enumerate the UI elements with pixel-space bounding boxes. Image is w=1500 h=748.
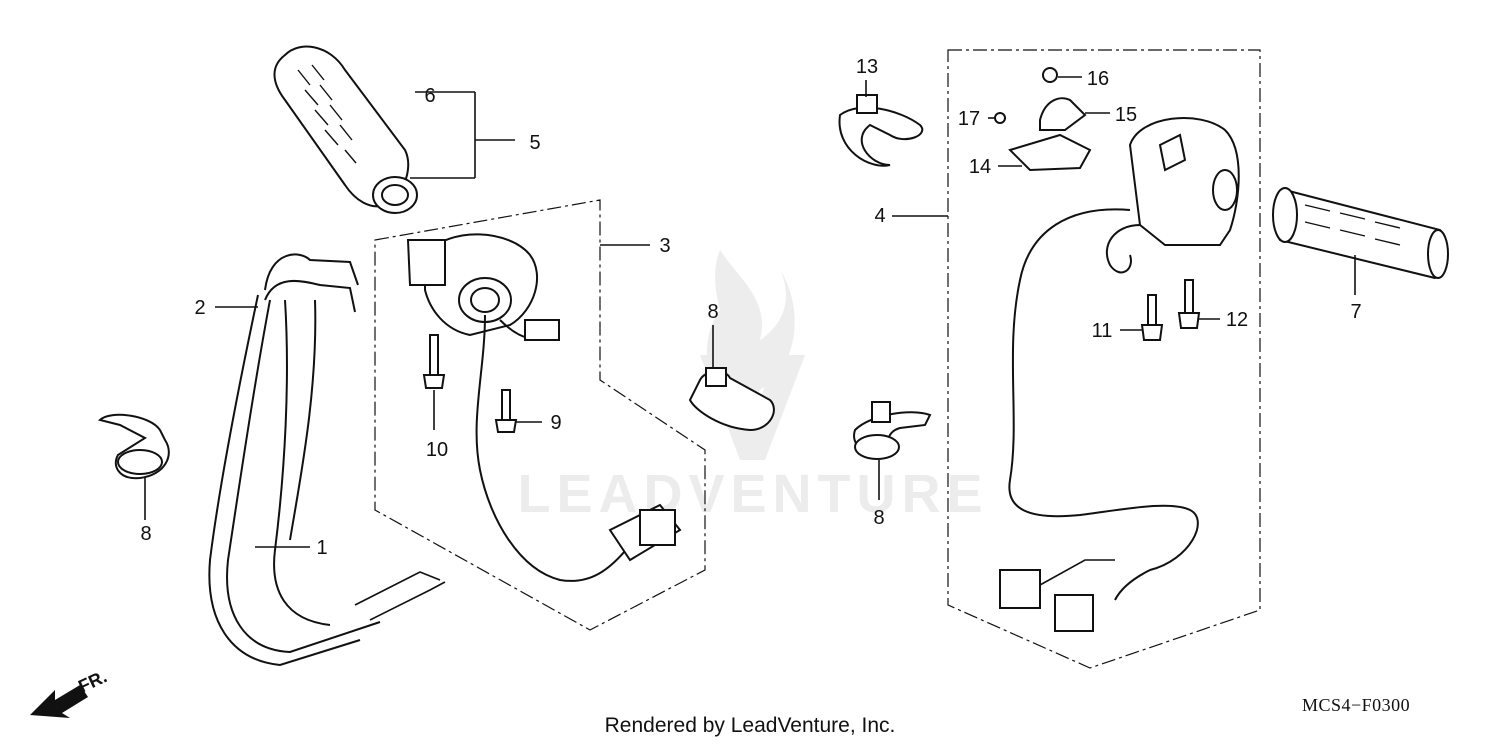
callout-9: 9: [550, 412, 561, 434]
callout-16: 16: [1087, 68, 1109, 90]
callout-7: 7: [1350, 301, 1361, 323]
handlebar-grip-part: [1272, 187, 1449, 280]
screw-part: [1177, 279, 1201, 329]
callout-11: 11: [1092, 320, 1113, 342]
left-handlebar-switch-part: [406, 233, 682, 582]
callout-12: 12: [1226, 309, 1248, 331]
callout-2: 2: [194, 297, 205, 319]
callout-14: 14: [969, 156, 991, 178]
callout-13: 13: [856, 56, 878, 78]
cable-clamp-part: [688, 367, 775, 432]
callout-1: 1: [316, 537, 327, 559]
callout-6: 6: [424, 85, 435, 107]
front-direction-arrow-icon: FR.: [30, 666, 110, 718]
screw-part: [494, 389, 518, 433]
callout-8-left: 8: [140, 523, 151, 545]
cable-clamp-part: [838, 94, 924, 167]
switch-bracket-part: [994, 67, 1092, 172]
throttle-cable-part: [208, 253, 446, 667]
right-handlebar-switch-part: [999, 117, 1240, 632]
callout-17: 17: [958, 108, 980, 130]
callout-10: 10: [426, 439, 448, 461]
leadventure-watermark-logo: LEADVENTURE: [517, 250, 988, 524]
diagram-code: MCS4−F0300: [1302, 695, 1411, 715]
callout-3: 3: [659, 235, 670, 257]
callout-4: 4: [874, 205, 885, 227]
cable-clamp-part: [98, 413, 170, 480]
footer-credit: Rendered by LeadVenture, Inc.: [604, 714, 896, 737]
watermark-text: LEADVENTURE: [517, 464, 988, 524]
throttle-grip-part: [273, 45, 418, 214]
screw-part: [422, 334, 446, 389]
cable-clamp-part: [853, 401, 932, 460]
callout-8-right: 8: [873, 507, 884, 529]
callout-8-middle: 8: [707, 301, 718, 323]
callout-15: 15: [1115, 104, 1137, 126]
screw-part: [1140, 294, 1164, 341]
callout-5: 5: [529, 132, 540, 154]
